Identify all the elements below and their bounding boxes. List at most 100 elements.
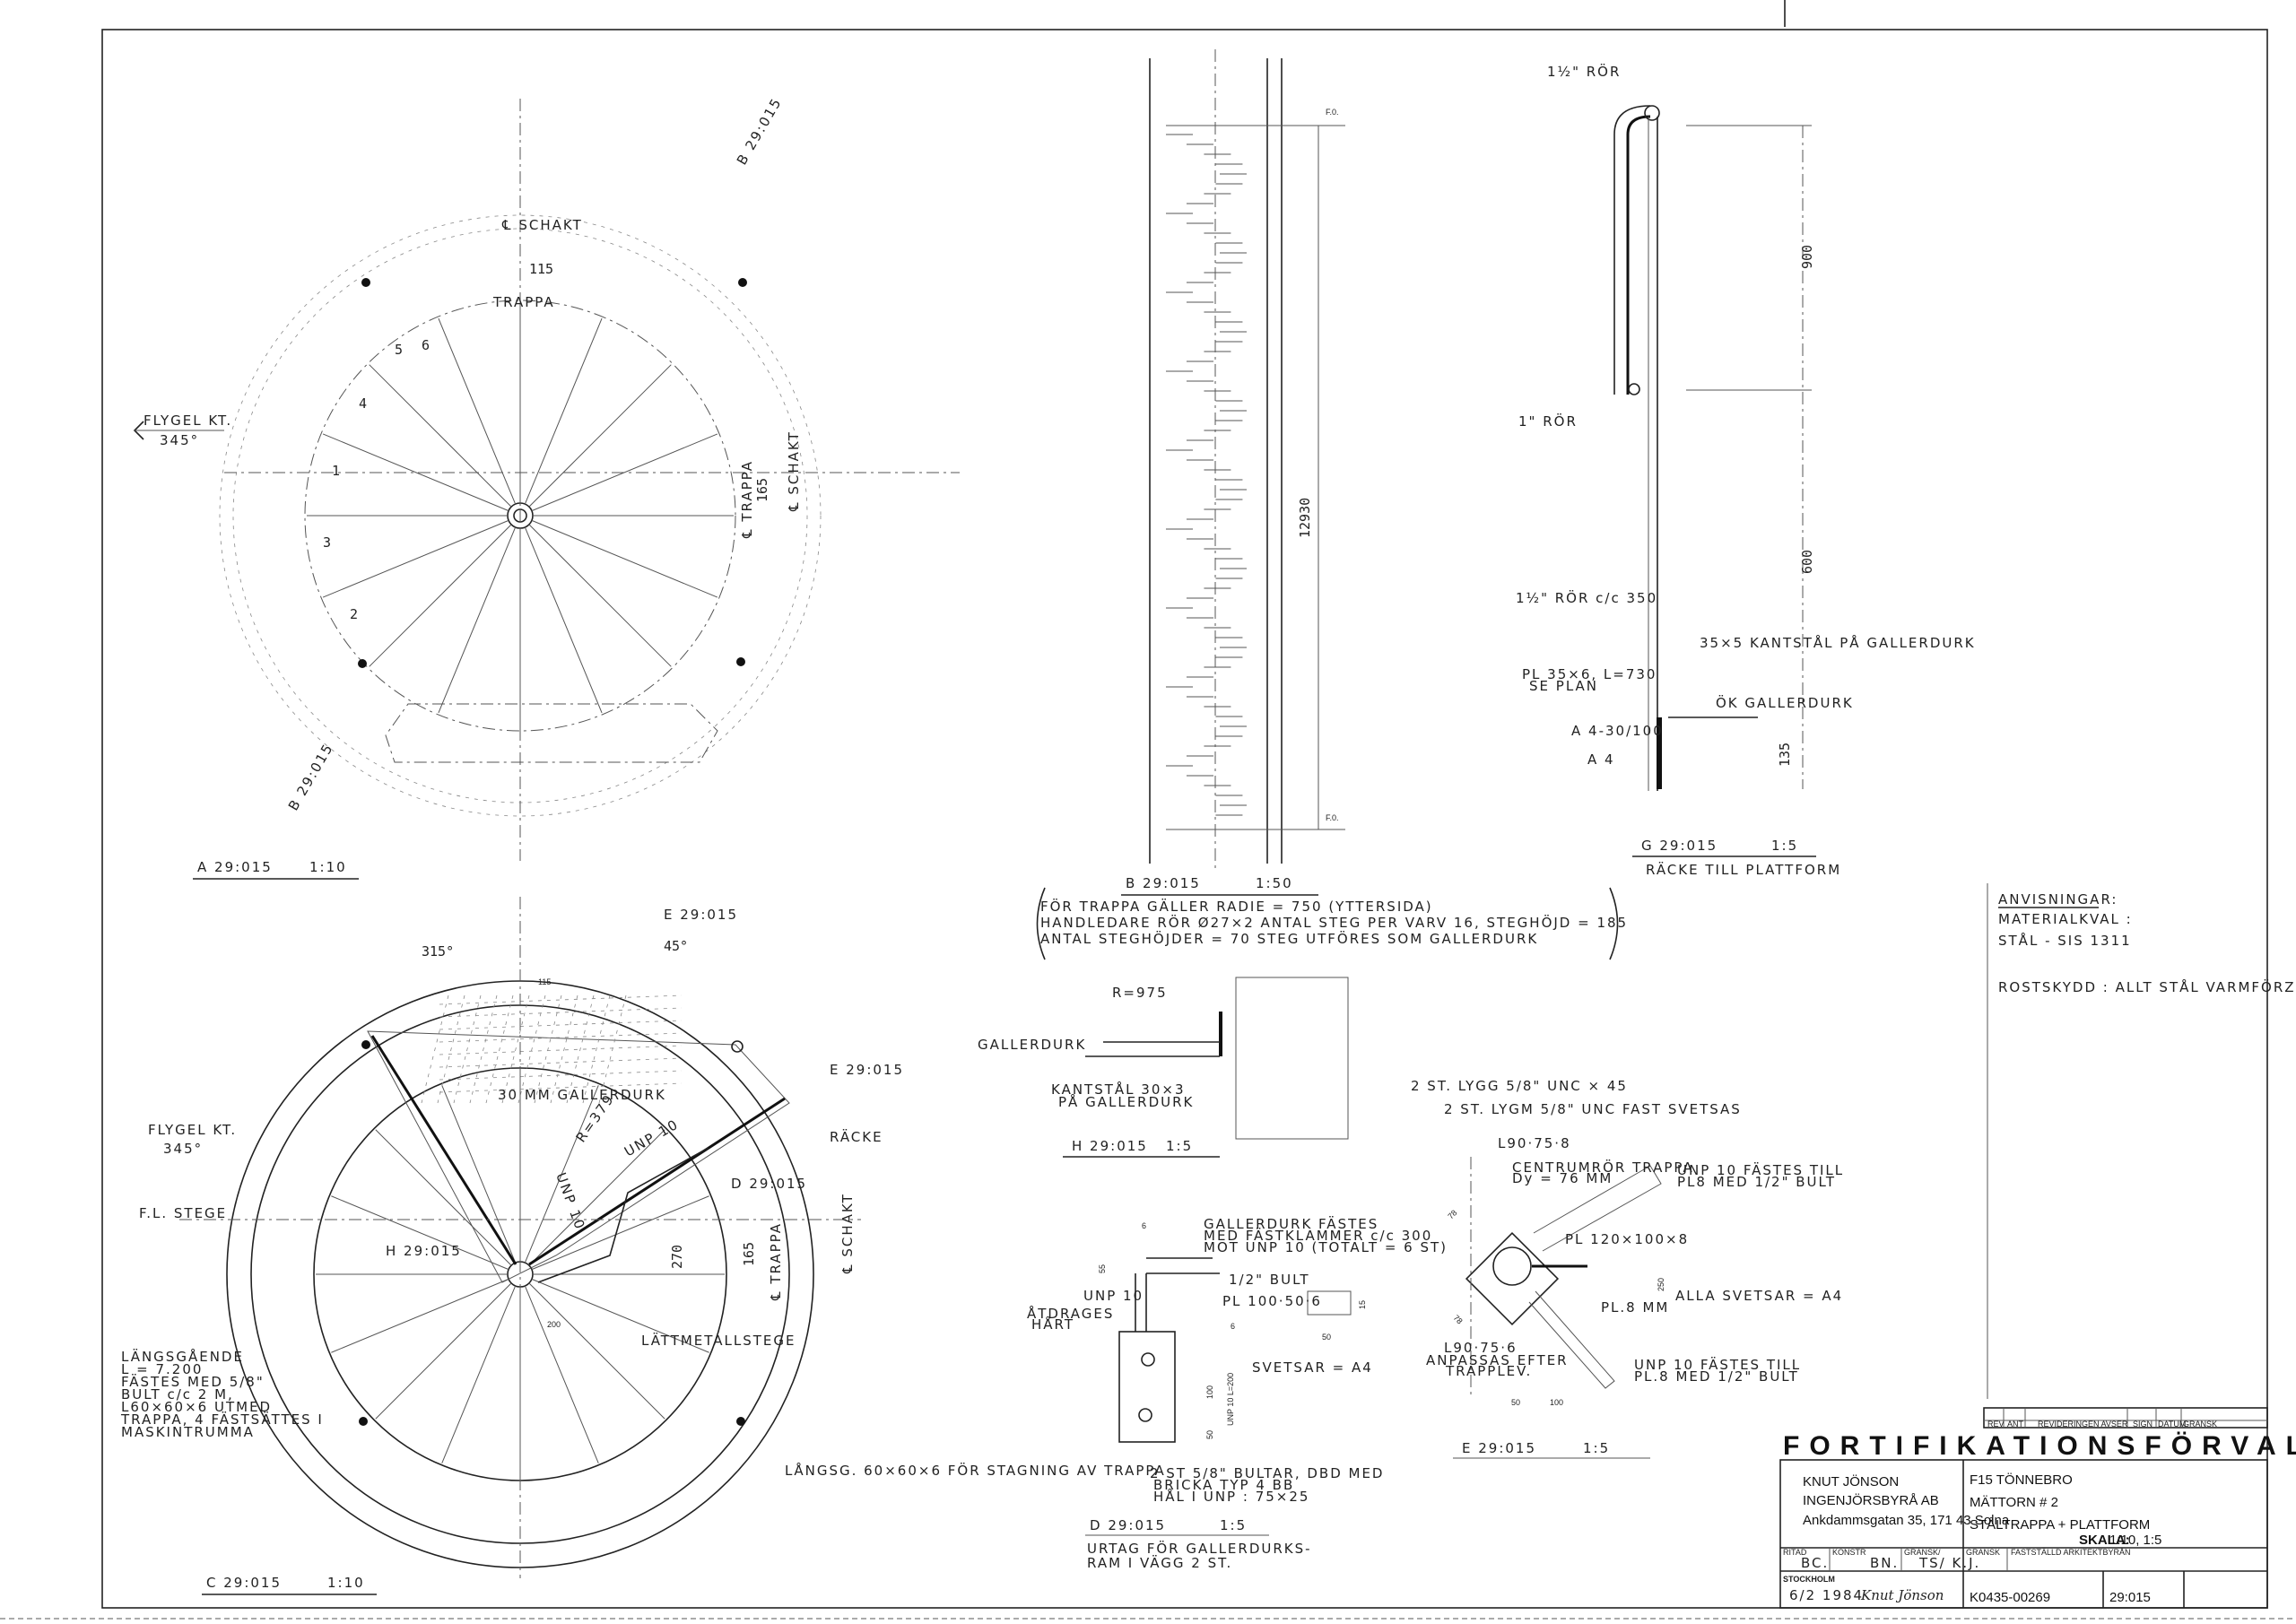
stair-tread [531, 519, 718, 598]
pipe-section [1628, 383, 1640, 395]
unp10-beam [528, 1097, 786, 1266]
revision-table [1983, 1407, 2268, 1429]
notes-heading: ANVISNINGAR: [1998, 891, 2118, 908]
dim-115: 115 [529, 261, 553, 277]
label-se-plan: SE PLAN [1529, 678, 1598, 694]
d-bolt-note: BRICKA TYP 4 BB [1153, 1477, 1294, 1493]
stair-tread [441, 1285, 517, 1463]
side-notes: LÄNGSGÅENDE L = 7.200 FÄSTES MED 5/8" BU… [120, 1348, 322, 1440]
unp10-lower [1528, 1290, 1615, 1389]
stair-tread [369, 364, 512, 508]
bolt-dot [359, 1417, 368, 1426]
langsg-label: LÅNGSG. 60×60×6 FÖR STAGNING AV TRAPPA [785, 1462, 1166, 1479]
unp10-label: UNP 10 [622, 1116, 682, 1159]
wall-section [1235, 977, 1349, 1140]
view-a-plan: FLYGEL KT. 345° ℄ SCHAKT 115 TRAPPA 165 … [133, 94, 960, 880]
center-pipe [1492, 1246, 1532, 1286]
view-d-title: D 29:015 [1090, 1517, 1166, 1533]
rev-header: DATUM [2158, 1420, 2186, 1429]
dim-78b: 78 [1452, 1313, 1465, 1325]
signature: Knut Jönson [1860, 1587, 1944, 1603]
trappa-label: TRAPPA [492, 294, 555, 310]
d-sub: URTAG FÖR GALLERDURKS- [1087, 1540, 1312, 1557]
d-sub: RAM I VÄGG 2 ST. [1087, 1554, 1232, 1571]
center-label: ℄ SCHAKT [501, 217, 583, 233]
grating-line [439, 1045, 683, 1055]
step-number: 3 [323, 534, 331, 551]
schakt-centerline: ℄ SCHAKT [839, 1193, 856, 1274]
gransk2-label: GRANSK [1966, 1548, 2000, 1557]
drawing-name: STÅLTRAPPA + PLATTFORM [1970, 1517, 2150, 1533]
ritad-value: BC. [1801, 1555, 1829, 1571]
grating-line [439, 1032, 683, 1043]
side-note: LÄNGSGÅENDE [121, 1348, 244, 1365]
atdrages-label: ÅTDRAGES [1027, 1305, 1114, 1322]
view-b-note: HANDLEDARE RÖR Ø27×2 ANTAL STEG PER VARV… [1040, 914, 1628, 931]
stair-tread [369, 524, 512, 667]
faststalld-label: FASTSTÄLLD ARKITEKTBYRÅN [2011, 1548, 2131, 1557]
unp10-upper [1533, 1165, 1662, 1252]
object-name: MÄTTORN # 2 [1970, 1495, 2058, 1510]
dim-165: 165 [741, 1242, 757, 1266]
step-marks [1166, 134, 1247, 816]
view-g-railing: 1½" RÖR 1" RÖR 900 600 1½" RÖR c/c 350 3… [1516, 63, 1976, 878]
d-bolt-note: HÅL I UNP : 75×25 [1153, 1488, 1309, 1505]
stair-tread [375, 1282, 512, 1420]
angle-315: 315° [422, 943, 454, 960]
stair-tread [331, 1278, 509, 1353]
slot-hole [1141, 1352, 1155, 1367]
bolt-dot [358, 659, 367, 668]
alla-svetsar: ALLA SVETSAR = A4 [1675, 1288, 1843, 1304]
stair-tread [438, 526, 517, 714]
pl120-label: PL 120×100×8 [1565, 1231, 1689, 1247]
grating-line [485, 994, 514, 1104]
gransk-value: TS/ K.J. [1918, 1555, 1980, 1571]
grating-line [598, 994, 627, 1104]
stair-tread [322, 519, 509, 598]
view-g-subtitle: RÄCKE TILL PLATTFORM [1646, 861, 1841, 878]
galler-label: 30 MM GALLERDURK [498, 1087, 666, 1103]
dim-6b: 6 [1231, 1322, 1235, 1331]
grating-line [453, 994, 482, 1104]
lattmetall-label: LÄTTMETALLSTEGE [641, 1332, 796, 1349]
side-note: L = 7.200 [121, 1361, 203, 1377]
dim-135: 135 [1777, 743, 1793, 767]
step-number: 5 [395, 342, 403, 358]
grating-line [566, 994, 595, 1104]
label-kantstal: 35×5 KANTSTÅL PÅ GALLERDURK [1700, 634, 1976, 651]
kantstal-label: KANTSTÅL 30×3 [1051, 1081, 1186, 1098]
scale-value: 1:10, 1:5 [2109, 1533, 2161, 1548]
company-line-1: KNUT JÖNSON [1803, 1473, 1899, 1489]
view-e-scale: 1:5 [1583, 1440, 1610, 1456]
view-b-note: ANTAL STEGHÖJDER = 70 STEG UTFÖRES SOM G… [1040, 930, 1538, 947]
dim-165: 165 [754, 478, 770, 502]
flygel-angle: 345° [160, 432, 199, 448]
d-section-mark: D 29:015 [731, 1176, 807, 1192]
stair-tread [441, 1085, 517, 1264]
trappa-centerline: ℄ TRAPPA [739, 460, 755, 539]
centrum-label-2: Dy = 76 MM [1512, 1170, 1613, 1186]
view-c-scale: 1:10 [327, 1575, 365, 1591]
atdrages-label-2: HÅRT [1031, 1316, 1074, 1333]
view-g-title: G 29:015 [1641, 838, 1718, 854]
rev-header: REV [1987, 1420, 2005, 1429]
kantstal-label-2: PÅ GALLERDURK [1058, 1093, 1194, 1110]
view-h-detail: R=975 GALLERDURK KANTSTÅL 30×3 PÅ GALLER… [978, 977, 1349, 1158]
e-label-2: 2 ST. LYGM 5/8" UNC FAST SVETSAS [1444, 1101, 1742, 1117]
view-h-title: H 29:015 [1072, 1138, 1148, 1154]
gallerdurk-label: GALLERDURK [978, 1037, 1086, 1053]
dim-200: 200 [547, 1320, 561, 1329]
title-block: REV ANT REVIDERINGEN AVSER SIGN DATUM GR… [1779, 1407, 2296, 1609]
bolt-dot [736, 1417, 745, 1426]
dim-50: 50 [1511, 1398, 1520, 1407]
rev-header: GRANSK [2183, 1420, 2217, 1429]
grating-line [437, 994, 465, 1104]
pipe-section [1644, 105, 1660, 121]
agency-name: FORTIFIKATIONSFÖRVALTNINGEN [1783, 1431, 2296, 1461]
dim-100: 100 [1205, 1385, 1214, 1399]
grating-line [501, 994, 530, 1104]
grating-hatch [421, 994, 683, 1104]
side-note: FÄSTES MED 5/8" [121, 1373, 265, 1390]
grating-line [439, 1057, 683, 1068]
unp10-label: UNP 10 [1083, 1288, 1144, 1304]
